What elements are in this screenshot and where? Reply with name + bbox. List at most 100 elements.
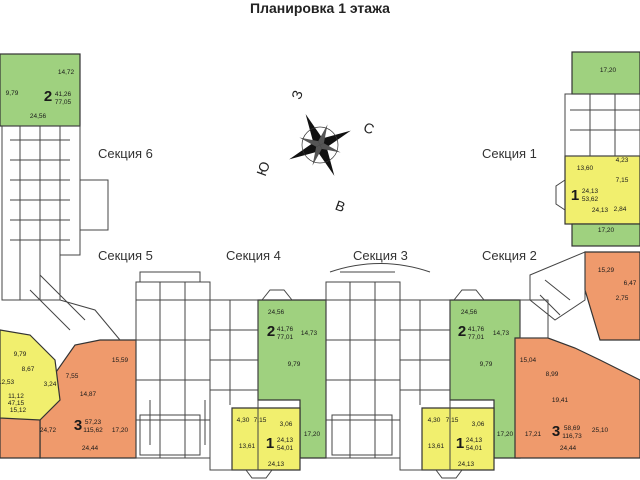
apartment-green-section1-top xyxy=(571,51,640,95)
room-area-label: 9,79 xyxy=(6,90,19,97)
apartment-3-section2 xyxy=(514,337,640,459)
apartment-fills xyxy=(0,51,640,471)
compass-label-s: Ю xyxy=(253,159,273,178)
room-area-label: 3,06 xyxy=(472,421,485,428)
room-count-label: 1 xyxy=(266,435,274,452)
room-area-label: 47,15 xyxy=(8,400,25,407)
apartment-1-section4 xyxy=(231,407,301,471)
room-area-label: 24,13 xyxy=(277,437,294,444)
room-area-label: 6,47 xyxy=(624,280,637,287)
room-area-label: 15,12 xyxy=(10,407,27,414)
room-area-label: 15,59 xyxy=(112,357,129,364)
room-area-label: 8,99 xyxy=(546,371,559,378)
room-area-label: 14,73 xyxy=(493,330,510,337)
room-area-label: 17,20 xyxy=(112,427,129,434)
apartment-2-section6 xyxy=(0,53,81,127)
room-area-label: 57,23 xyxy=(85,419,102,426)
room-area-label: 2,75 xyxy=(616,295,629,302)
section-label-1: Секция 6 xyxy=(98,146,153,161)
room-area-label: 54,01 xyxy=(466,445,483,452)
apartment-green-section1-bottom xyxy=(571,223,640,247)
room-area-label: 24,13 xyxy=(458,461,475,468)
room-area-label: 7,55 xyxy=(66,373,79,380)
room-area-label: 4,30 xyxy=(428,417,441,424)
room-area-label: 25,10 xyxy=(592,427,609,434)
window-bays xyxy=(245,179,566,479)
compass-needle-e xyxy=(320,130,351,148)
room-area-label: 24,56 xyxy=(268,309,285,316)
room-area-label: 12,53 xyxy=(0,379,15,386)
compass-label-e: В xyxy=(333,197,347,215)
room-area-label: 4,23 xyxy=(616,157,629,164)
room-count-label: 3 xyxy=(552,423,560,440)
room-area-label: 17,20 xyxy=(600,67,617,74)
room-area-label: 2,84 xyxy=(614,206,627,213)
room-area-label: 13,60 xyxy=(577,165,594,172)
walls-and-cores xyxy=(1,93,640,471)
room-area-label: 15,29 xyxy=(598,267,615,274)
room-area-label: 7,15 xyxy=(616,177,629,184)
room-area-label: 24,13 xyxy=(268,461,285,468)
room-area-label: 7,15 xyxy=(446,417,459,424)
room-area-label: 8,67 xyxy=(22,366,35,373)
room-area-label: 17,20 xyxy=(304,431,321,438)
room-area-label: 17,20 xyxy=(598,227,615,234)
room-area-label: 41,76 xyxy=(468,326,485,333)
room-area-label: 24,44 xyxy=(560,445,577,452)
room-area-label: 15,04 xyxy=(520,357,537,364)
room-area-label: 13,61 xyxy=(428,443,445,450)
room-area-label: 9,79 xyxy=(14,351,27,358)
apartment-orange-section1 xyxy=(584,251,640,341)
room-area-label: 14,73 xyxy=(301,330,318,337)
room-area-label: 77,01 xyxy=(277,334,294,341)
room-count-label: 1 xyxy=(571,187,579,204)
room-count-label: 3 xyxy=(74,417,82,434)
section-label-3: Секция 4 xyxy=(226,248,281,263)
room-area-label: 24,13 xyxy=(592,207,609,214)
room-area-label: 24,72 xyxy=(40,427,57,434)
room-count-label: 2 xyxy=(458,323,466,340)
room-area-label: 58,69 xyxy=(564,425,581,432)
section-label-2: Секция 5 xyxy=(98,248,153,263)
room-area-label: 41,76 xyxy=(277,326,294,333)
room-area-label: 4,30 xyxy=(237,417,250,424)
room-area-label: 9,79 xyxy=(480,361,493,368)
room-area-label: 3,06 xyxy=(280,421,293,428)
room-area-label: 24,56 xyxy=(461,309,478,316)
room-area-label: 41,26 xyxy=(55,91,72,98)
page-title: Планировка 1 этажа xyxy=(250,0,390,16)
room-area-label: 14,87 xyxy=(80,391,97,398)
room-area-label: 17,20 xyxy=(497,431,514,438)
apartment-1-section3 xyxy=(421,407,495,471)
room-count-label: 2 xyxy=(44,88,52,105)
room-area-label: 3,24 xyxy=(44,381,57,388)
room-area-label: 116,73 xyxy=(562,433,582,440)
apartment-yellow-section5 xyxy=(0,329,61,421)
compass-label-n: С xyxy=(362,119,377,137)
room-area-label: 11,12 xyxy=(8,393,24,400)
room-area-label: 24,13 xyxy=(466,437,483,444)
room-count-label: 2 xyxy=(267,323,275,340)
compass-label-w: З xyxy=(288,88,306,101)
room-area-label: 9,79 xyxy=(288,361,301,368)
room-area-label: 24,44 xyxy=(82,445,99,452)
room-area-label: 7,15 xyxy=(254,417,267,424)
room-area-label: 53,62 xyxy=(582,196,599,203)
room-area-label: 24,56 xyxy=(30,113,47,120)
room-area-label: 14,72 xyxy=(58,69,75,76)
compass-needle-n xyxy=(305,114,323,145)
room-area-label: 54,01 xyxy=(277,445,294,452)
room-area-label: 19,41 xyxy=(552,397,569,404)
compass-rose: С Ю З В xyxy=(253,88,376,215)
room-count-label: 1 xyxy=(456,435,464,452)
compass-needle-w xyxy=(289,142,320,160)
compass-needle-s xyxy=(317,145,335,176)
room-area-label: 17,21 xyxy=(525,431,542,438)
section-label-5: Секция 2 xyxy=(482,248,537,263)
room-area-label: 77,01 xyxy=(468,334,485,341)
room-area-label: 13,61 xyxy=(239,443,256,450)
room-area-label: 115,62 xyxy=(83,427,103,434)
room-area-label: 77,05 xyxy=(55,99,72,106)
section-label-6: Секция 1 xyxy=(482,146,537,161)
